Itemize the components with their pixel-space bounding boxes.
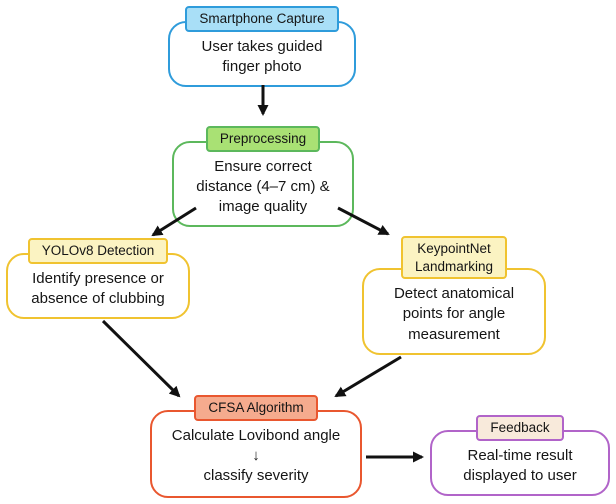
- node-yolov8-detection-body: Identify presence or absence of clubbing: [6, 252, 190, 320]
- arrow-yolov8-to-cfsa: [101, 319, 181, 398]
- node-keypointnet-landmarking-body: Detect anatomical points for angle measu…: [362, 268, 546, 355]
- node-preprocessing-title: Preprocessing: [205, 126, 321, 152]
- node-yolov8-detection: YOLOv8 Detection Identify presence or ab…: [6, 238, 190, 320]
- node-preprocessing: Preprocessing Ensure correct distance (4…: [172, 126, 354, 228]
- node-keypointnet-landmarking: KeypointNet Landmarking Detect anatomica…: [362, 236, 546, 355]
- node-cfsa-algorithm: CFSA Algorithm Calculate Lovibond angle …: [150, 395, 362, 498]
- node-keypointnet-landmarking-title: KeypointNet Landmarking: [400, 236, 508, 280]
- node-cfsa-algorithm-title: CFSA Algorithm: [194, 395, 318, 421]
- node-preprocessing-body: Ensure correct distance (4–7 cm) & image…: [172, 140, 354, 228]
- node-smartphone-capture-body: User takes guided finger photo: [168, 20, 356, 88]
- node-smartphone-capture-title: Smartphone Capture: [185, 6, 339, 32]
- arrow-keypointnet-to-cfsa: [334, 355, 402, 398]
- node-feedback: Feedback Real-time result displayed to u…: [430, 415, 610, 497]
- node-yolov8-detection-title: YOLOv8 Detection: [27, 238, 169, 264]
- node-feedback-title: Feedback: [476, 415, 564, 441]
- node-smartphone-capture: Smartphone Capture User takes guided fin…: [168, 6, 356, 88]
- node-cfsa-algorithm-body: Calculate Lovibond angle ↓ classify seve…: [150, 409, 362, 498]
